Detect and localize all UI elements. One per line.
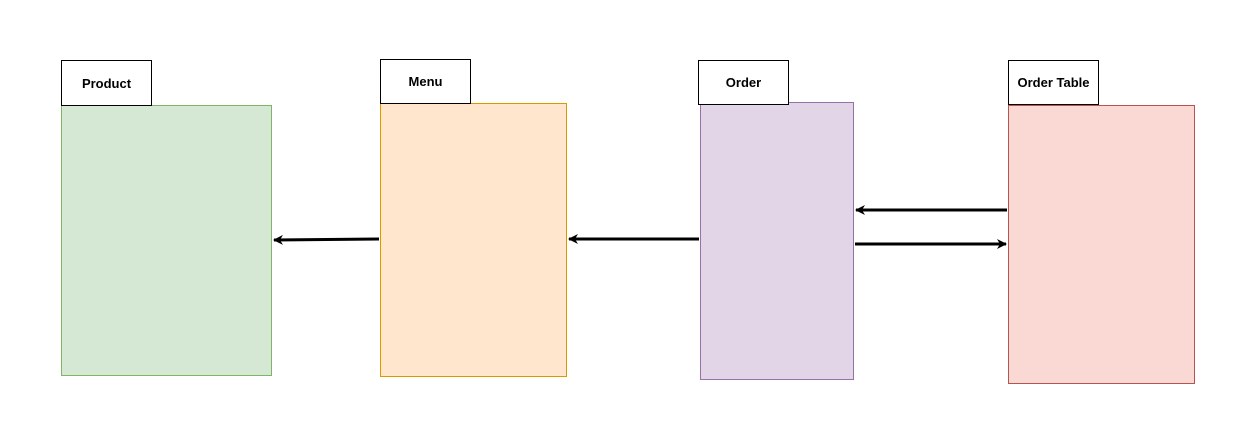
menu-label: Menu bbox=[380, 59, 471, 104]
product-box bbox=[61, 105, 272, 376]
order-table-box bbox=[1008, 105, 1195, 384]
order-table-label: Order Table bbox=[1008, 60, 1099, 105]
order-label: Order bbox=[698, 60, 789, 105]
arrow-menu-to-product bbox=[273, 234, 380, 245]
order-box bbox=[700, 102, 854, 380]
menu-box bbox=[380, 103, 567, 377]
product-label: Product bbox=[61, 60, 152, 106]
